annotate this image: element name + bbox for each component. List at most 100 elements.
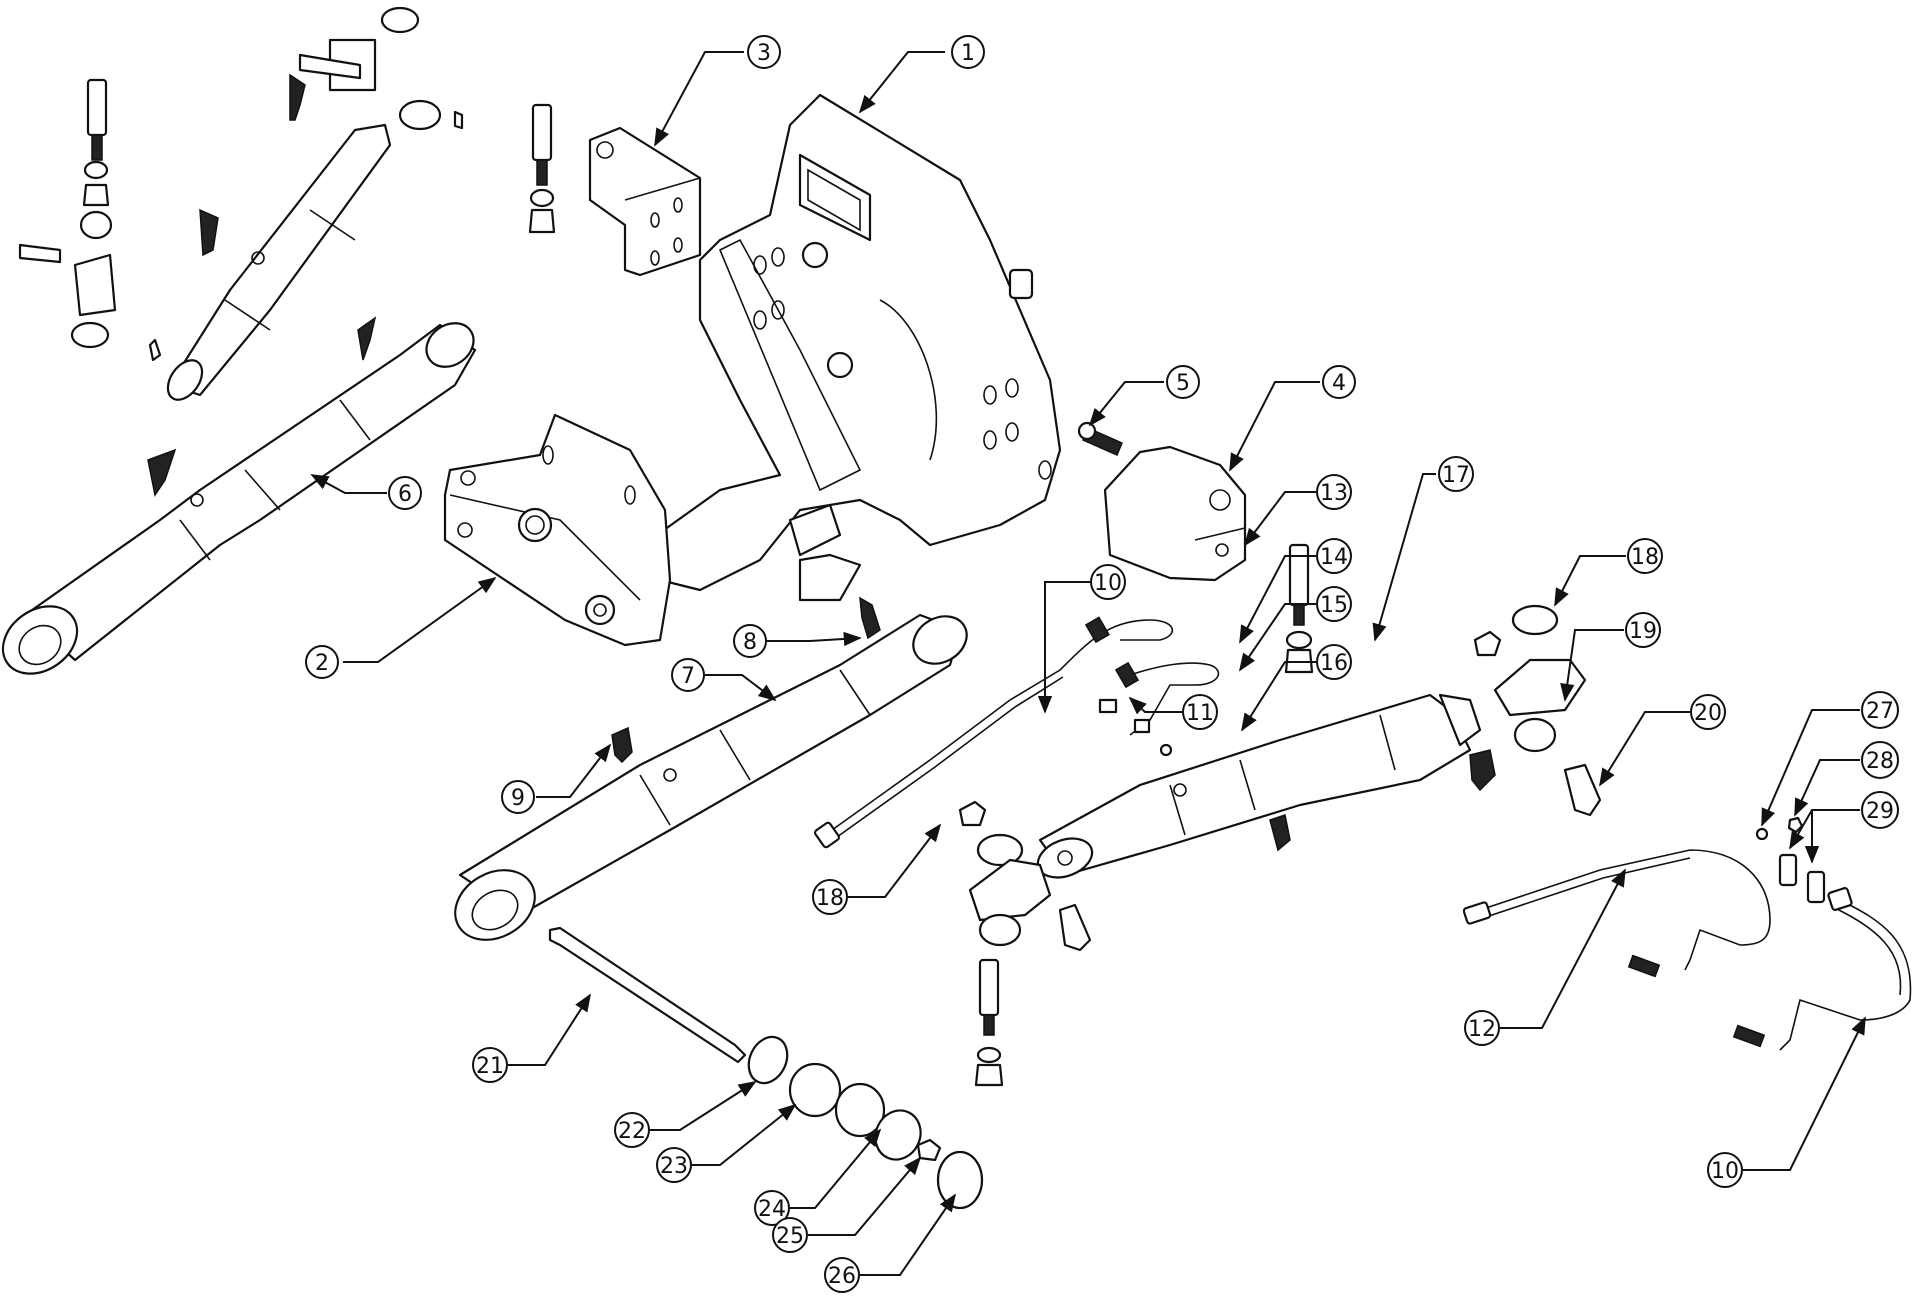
screw — [1755, 827, 1769, 841]
elbow-fitting-right — [1469, 749, 1496, 792]
callout-22-label: 22 — [618, 1119, 646, 1144]
callout-2-label: 2 — [315, 651, 329, 676]
callout-22: 22 — [614, 1081, 757, 1148]
shoulder-bolt-center-thread — [983, 1014, 995, 1036]
callout-29-label: 29 — [1866, 799, 1894, 824]
callout-4: 4 — [1229, 365, 1356, 472]
line-clamp-b — [1806, 870, 1826, 904]
callout-16: 16 — [1241, 644, 1352, 732]
callout-5: 5 — [1088, 365, 1200, 427]
jam-nut — [1473, 630, 1502, 657]
hydraulic-cylinder-left — [1, 322, 477, 675]
line-clamp-a — [1778, 853, 1798, 887]
clevis-block — [1103, 445, 1247, 582]
callout-17: 17 — [1372, 456, 1474, 642]
callout-15: 15 — [1238, 586, 1352, 672]
elbow-fitting-mid — [1269, 814, 1291, 852]
callout-3: 3 — [654, 35, 781, 147]
jam-nut-center — [958, 800, 987, 827]
callout-5-label: 5 — [1176, 371, 1190, 396]
flat-washer — [747, 1035, 789, 1085]
callout-29: 29 — [1789, 791, 1899, 864]
callout-18-center-label: 18 — [816, 886, 844, 911]
small-nut — [1787, 816, 1804, 834]
callout-17-label: 17 — [1442, 463, 1470, 488]
callout-14: 14 — [1239, 538, 1352, 644]
lower-mount-bracket — [443, 413, 672, 647]
callout-15-label: 15 — [1320, 593, 1348, 618]
callout-13: 13 — [1243, 474, 1352, 547]
end-cap — [936, 1150, 984, 1210]
callout-8: 8 — [733, 624, 862, 658]
hydraulic-line-long — [1462, 849, 1771, 978]
callout-19: 19 — [1560, 612, 1661, 702]
callout-11-label: 11 — [1186, 701, 1214, 726]
flange-bolt — [1077, 421, 1123, 456]
callout-12-label: 12 — [1468, 1017, 1496, 1042]
hex-bolt-center — [1058, 903, 1092, 952]
elbow-fitting-lower — [611, 726, 633, 764]
callout-21-label: 21 — [476, 1054, 504, 1079]
callout-23-label: 23 — [660, 1154, 688, 1179]
hydraulic-cylinder-right — [1036, 693, 1482, 879]
callout-14-label: 14 — [1320, 545, 1348, 570]
spacer — [788, 1062, 842, 1118]
callout-28: 28 — [1794, 741, 1899, 817]
callout-1: 1 — [858, 35, 985, 114]
washer-center — [976, 1046, 1002, 1064]
callout-26-label: 26 — [828, 1264, 856, 1289]
callout-10-center-label: 10 — [1094, 571, 1122, 596]
bushing-center-bottom — [978, 913, 1022, 947]
callout-18-right-label: 18 — [1631, 545, 1659, 570]
callout-6-label: 6 — [398, 482, 412, 507]
callout-19-label: 19 — [1629, 619, 1657, 644]
callout-18-right: 18 — [1554, 538, 1663, 607]
hardware-cluster-left — [18, 6, 556, 497]
callout-6: 6 — [310, 474, 422, 510]
callout-28-label: 28 — [1866, 749, 1894, 774]
rod-end-clevis-center — [968, 858, 1052, 922]
lock-nut — [916, 1138, 942, 1162]
callout-7: 7 — [671, 658, 777, 702]
callout-2: 2 — [305, 576, 497, 679]
shoulder-bolt-thread — [1293, 604, 1305, 626]
callout-10-center: 10 — [1037, 564, 1126, 714]
hydraulic-line-short — [1098, 661, 1220, 757]
bearing — [834, 1082, 886, 1138]
bushing-right-top — [1511, 604, 1559, 636]
callout-20: 20 — [1599, 694, 1726, 787]
callout-24-label: 24 — [758, 1197, 786, 1222]
callout-23: 23 — [656, 1103, 797, 1183]
callout-9: 9 — [501, 743, 612, 814]
bushing-right-bottom — [1513, 717, 1557, 753]
pivot-shaft — [548, 926, 747, 1064]
callout-16-label: 16 — [1320, 651, 1348, 676]
callout-10-right: 10 — [1707, 1016, 1866, 1188]
callout-26: 26 — [824, 1193, 957, 1293]
callout-18-center: 18 — [812, 823, 942, 915]
callout-27: 27 — [1761, 691, 1899, 827]
callout-20-label: 20 — [1694, 701, 1722, 726]
callout-10-right-label: 10 — [1711, 1159, 1739, 1184]
shoulder-bolt-center — [978, 958, 1000, 1017]
callout-3-label: 3 — [757, 41, 771, 66]
hydraulic-line-right — [1732, 887, 1912, 1051]
shoulder-bolt — [1288, 543, 1310, 607]
callout-13-label: 13 — [1320, 481, 1348, 506]
callout-7-label: 7 — [681, 664, 695, 689]
bushing-center-top — [976, 833, 1024, 867]
callout-12: 12 — [1464, 868, 1626, 1046]
callout-24: 24 — [754, 1128, 882, 1226]
main-bracket — [648, 93, 1062, 602]
washer — [1285, 630, 1313, 650]
nut-center — [974, 1063, 1004, 1087]
hydraulic-line-center — [813, 616, 1174, 849]
callout-1-label: 1 — [961, 41, 975, 66]
callout-21: 21 — [472, 993, 591, 1083]
rod-end-clevis-right — [1493, 658, 1587, 717]
hex-bolt-right — [1563, 763, 1602, 817]
callout-27-label: 27 — [1866, 699, 1894, 724]
callout-8-label: 8 — [743, 630, 757, 655]
callout-11: 11 — [1128, 694, 1218, 730]
